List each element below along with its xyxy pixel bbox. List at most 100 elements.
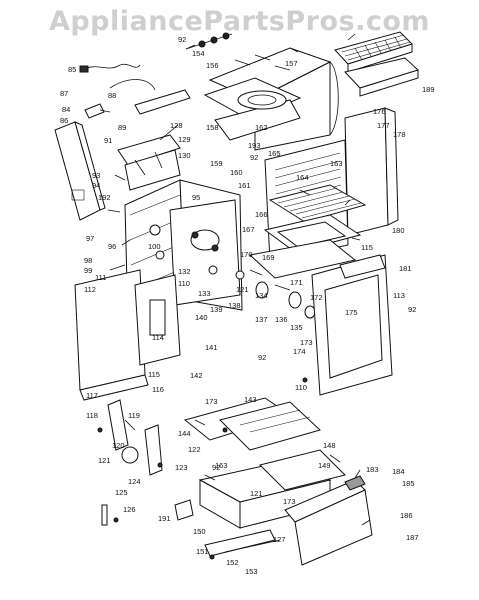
drawer-body (198, 449, 346, 529)
drawer-stop (174, 499, 194, 521)
part-number-label: 149 (318, 461, 331, 470)
part-number-label: 187 (406, 533, 419, 542)
door-hinge-parts (208, 265, 316, 319)
part-number-label: 114 (152, 333, 164, 342)
part-number-label: 84 (62, 105, 70, 114)
part-number-label: 161 (238, 181, 251, 190)
part-number-label: 139 (210, 305, 223, 314)
part-number-label: 166 (255, 210, 268, 219)
part-number-label: 137 (255, 315, 268, 324)
broiler-pan (344, 57, 419, 97)
part-number-label: 133 (198, 289, 211, 298)
back-panel (344, 107, 399, 236)
part-number-label: 162 (255, 123, 268, 132)
part-number-label: 100 (148, 242, 161, 251)
part-number-label: 120 (112, 441, 125, 450)
part-number-label: 151 (196, 547, 209, 556)
part-number-label: 140 (195, 313, 208, 322)
part-number-label: 126 (123, 505, 136, 514)
part-number-label: 97 (86, 234, 94, 243)
part-number-label: 115 (361, 243, 373, 252)
part-number-label: 130 (178, 151, 191, 160)
part-number-label: 92 (250, 153, 258, 162)
watermark-text: AppliancePartsPros.com (48, 6, 431, 37)
part-number-label: 169 (262, 253, 275, 262)
part-number-label: 186 (400, 511, 413, 520)
part-number-label: 127 (273, 535, 286, 544)
part-number-label: 143 (244, 395, 257, 404)
part-number-label: 177 (377, 121, 390, 130)
part-number-label: 128 (170, 121, 183, 130)
door-liner (134, 274, 181, 366)
part-number-label: 144 (178, 429, 191, 438)
part-number-label: 85 (68, 65, 76, 74)
part-number-label: 93 (92, 171, 100, 180)
part-number-label: 110 (295, 383, 307, 392)
misc-screws (97, 377, 308, 560)
part-number-label: 193 (248, 141, 261, 150)
part-number-label: 163 (215, 461, 228, 470)
part-number-label: 156 (206, 61, 219, 70)
part-number-label: 154 (192, 49, 205, 58)
part-number-label: 92 (258, 353, 266, 362)
part-number-label: 135 (290, 323, 303, 332)
part-number-label: 167 (242, 225, 255, 234)
oven-door-right (311, 254, 393, 396)
part-number-label: 119 (128, 411, 140, 420)
part-number-label: 121 (250, 489, 263, 498)
part-number-label: 129 (178, 135, 191, 144)
part-number-label: 184 (392, 467, 405, 476)
part-number-label: 189 (422, 85, 435, 94)
oven-door-outer (74, 269, 149, 401)
part-number-label: 92 (178, 35, 186, 44)
storage-drawer-rails (183, 397, 321, 451)
drawer-front (284, 475, 373, 566)
part-number-label: 87 (60, 89, 68, 98)
part-number-label: 153 (245, 567, 258, 576)
part-number-label: 191 (158, 514, 171, 523)
part-number-label: 134 (255, 291, 268, 300)
part-number-label: 173 (205, 397, 218, 406)
control-bracket (117, 134, 181, 191)
part-number-label: 122 (188, 445, 201, 454)
drawer-slide (204, 529, 281, 557)
part-number-label: 89 (118, 123, 126, 132)
part-number-label: 176 (373, 107, 386, 116)
part-number-label: 183 (366, 465, 379, 474)
part-number-label: 121 (236, 285, 249, 294)
part-number-label: 136 (275, 315, 288, 324)
part-number-label: 178 (393, 130, 406, 139)
part-number-label: 141 (205, 343, 218, 352)
part-number-label: 88 (108, 91, 116, 100)
oven-rack (268, 184, 367, 223)
part-number-label: 124 (128, 477, 141, 486)
part-number-label: 138 (228, 301, 241, 310)
part-number-label: 170 (240, 250, 253, 259)
part-number-label: 121 (98, 456, 111, 465)
part-number-label: 91 (104, 136, 112, 145)
oven-bottom (248, 239, 357, 279)
bake-element (263, 214, 362, 253)
part-number-label: 92 (212, 463, 220, 472)
part-number-label: 173 (283, 497, 296, 506)
part-number-label: 171 (290, 278, 303, 287)
part-number-label: 152 (226, 558, 239, 567)
part-number-label: 98 (84, 256, 92, 265)
part-number-label: 174 (293, 347, 306, 356)
part-number-label: 115 (148, 370, 160, 379)
part-number-label: 112 (84, 285, 96, 294)
broiler-pan-grid (334, 31, 413, 73)
part-number-label: 95 (192, 193, 200, 202)
part-number-label: 116 (152, 385, 164, 394)
part-number-label: 158 (206, 123, 219, 132)
part-number-label: 160 (230, 168, 243, 177)
part-number-label: 110 (178, 279, 190, 288)
part-number-label: 163 (330, 159, 343, 168)
backsplash-trim (134, 89, 191, 115)
part-number-label: 142 (190, 371, 203, 380)
part-number-label: 159 (210, 159, 223, 168)
part-number-label: 125 (115, 488, 128, 497)
cooktop-assembly (203, 47, 339, 151)
part-number-label: 86 (60, 116, 68, 125)
